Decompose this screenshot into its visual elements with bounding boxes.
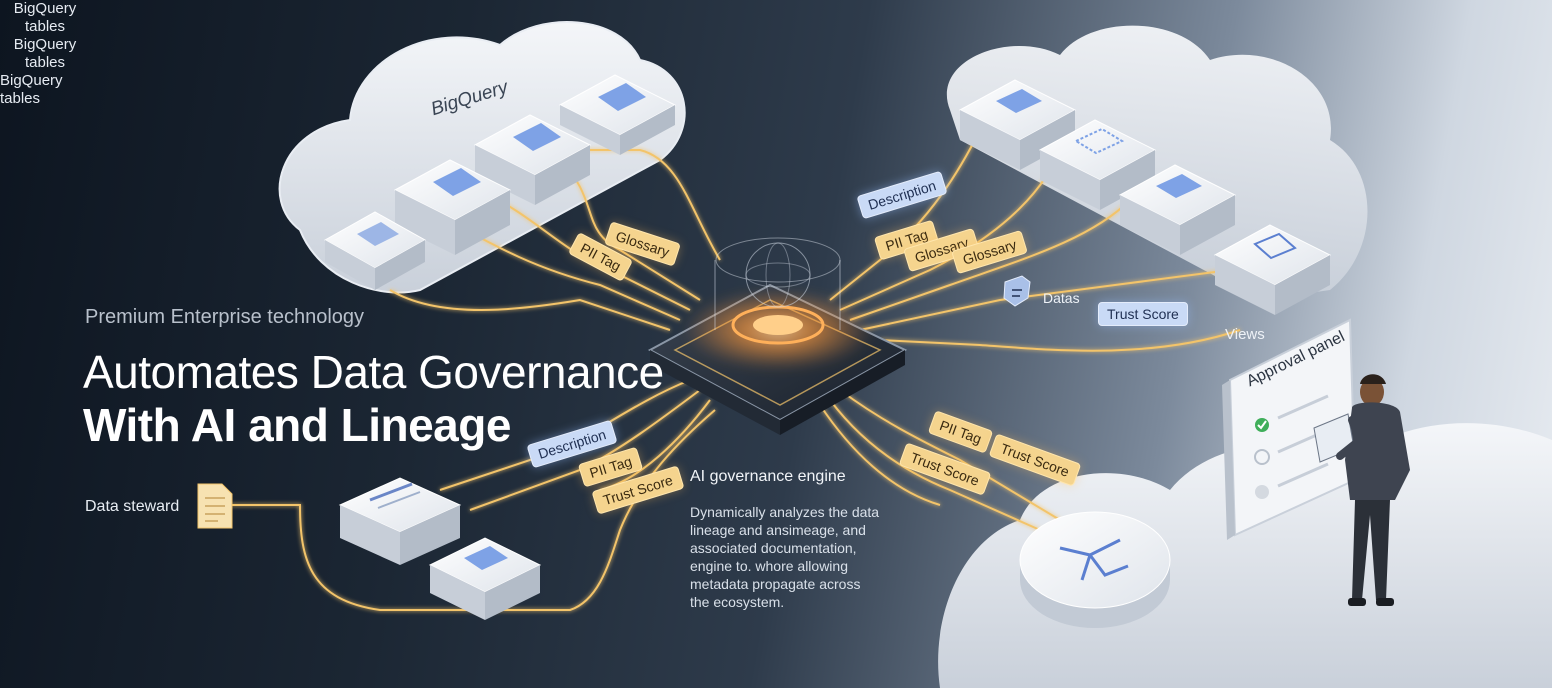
engine-description: Dynamically analyzes the data lineage an…	[690, 504, 880, 610]
ai-governance-chip	[647, 237, 908, 435]
headline-line-2: With AI and Lineage	[83, 399, 511, 451]
tag-trust-score-right: Trust Score	[1098, 302, 1188, 326]
caption-data-steward: Data steward	[85, 498, 180, 515]
table-plates-left	[323, 74, 677, 290]
data-steward-person	[1313, 374, 1410, 606]
eyebrow-text: Premium Enterprise technology	[85, 306, 365, 328]
caption-datas: Datas	[1043, 290, 1080, 306]
table-plates-bottom-left	[338, 477, 542, 620]
headline-line-1: Automates Data Governance	[83, 346, 664, 398]
table-plates-right	[958, 79, 1332, 315]
document-icon	[197, 483, 233, 529]
lineage-graph-icon	[1059, 538, 1129, 581]
shield-icon	[1003, 275, 1031, 307]
lineage-disk	[1019, 511, 1171, 628]
engine-title: AI governance engine	[690, 468, 846, 485]
caption-views: Views	[1225, 326, 1265, 343]
